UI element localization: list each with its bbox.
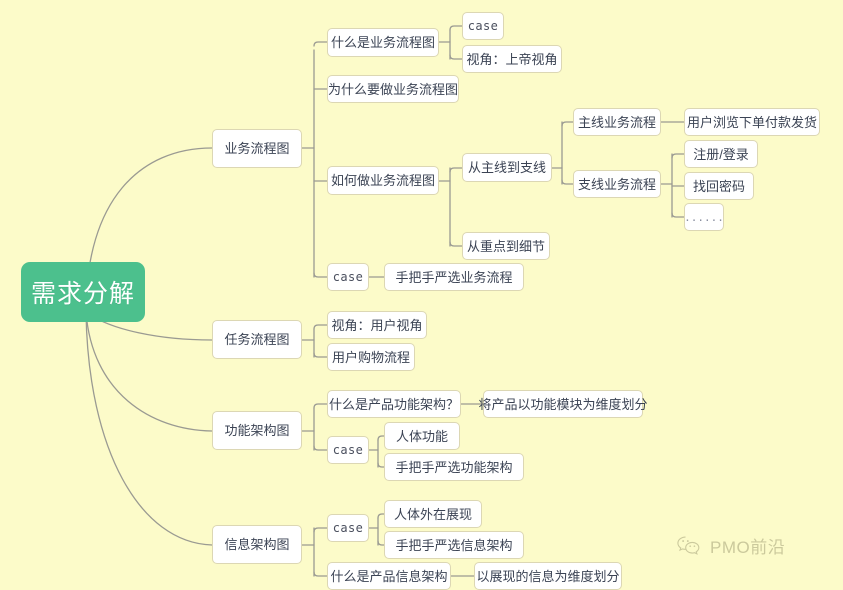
node-browse-order-pay-ship[interactable]: 用户浏览下单付款发货 xyxy=(684,108,820,136)
node-case-information-architecture[interactable]: case xyxy=(327,514,369,542)
link-rwlct-to-sjyhsj xyxy=(313,324,328,330)
watermark: PMO前沿 xyxy=(676,533,785,558)
node-task-flow-diagram[interactable]: 任务流程图 xyxy=(212,320,302,359)
link-xxjgt-to-case4 xyxy=(313,527,328,533)
node-perspective-god-view[interactable]: 视角：上帝视角 xyxy=(462,45,562,73)
link-smsywlct-to-sjsdsj xyxy=(449,54,463,60)
node-case-business-flow-2[interactable]: case xyxy=(327,263,369,291)
node-divide-by-presented-information[interactable]: 以展现的信息为维度划分 xyxy=(474,562,622,590)
node-hands-on-yanxuan-business-flow[interactable]: 手把手严选业务流程 xyxy=(384,263,524,291)
link-gnjgt-to-case3 xyxy=(313,445,328,451)
link-rhzywlct-to-czddxj xyxy=(449,241,463,247)
link-zhxywlc-to-dots xyxy=(671,212,685,218)
link-czxdzx-to-zxywlc xyxy=(561,121,574,127)
node-what-is-product-function-architecture[interactable]: 什么是产品功能架构？ xyxy=(327,390,461,418)
node-human-body-function[interactable]: 人体功能 xyxy=(384,422,460,450)
node-register-login[interactable]: 注册/登录 xyxy=(684,140,758,168)
link-rwlct-to-yhgwlc xyxy=(313,352,328,358)
node-hands-on-yanxuan-information-architecture[interactable]: 手把手严选信息架构 xyxy=(384,531,524,559)
node-what-is-business-flow[interactable]: 什么是业务流程图 xyxy=(327,28,439,57)
node-human-body-external-presentation[interactable]: 人体外在展现 xyxy=(384,500,482,528)
node-main-line-process[interactable]: 主线业务流程 xyxy=(573,108,661,136)
link-zhxywlc-to-zcdl xyxy=(671,153,685,159)
link-smsywlct-to-case1 xyxy=(449,25,463,31)
link-ywlct-to-smsywlct xyxy=(313,41,328,47)
node-main-to-branch-line[interactable]: 从主线到支线 xyxy=(462,153,552,182)
node-what-is-product-information-architecture[interactable]: 什么是产品信息架构 xyxy=(327,562,451,590)
root-node[interactable]: 需求分解 xyxy=(21,262,145,322)
node-divide-by-function-module[interactable]: 将产品以功能模块为维度划分 xyxy=(479,390,648,418)
node-why-business-flow[interactable]: 为什么要做业务流程图 xyxy=(327,75,459,103)
link-rhzywlct-to-czxdzx xyxy=(449,167,463,173)
link-xxjgt-to-smscpxxjg xyxy=(313,571,328,577)
link-czxdzx-to-zhxywlc xyxy=(561,179,574,185)
node-hands-on-yanxuan-function-architecture[interactable]: 手把手严选功能架构 xyxy=(384,453,524,481)
node-ellipsis[interactable]: ...... xyxy=(684,203,724,231)
wechat-icon xyxy=(677,535,700,555)
node-case-business-flow[interactable]: case xyxy=(462,12,504,40)
link-gnjgt-to-smscpgnjg xyxy=(313,403,328,409)
node-business-flow-diagram[interactable]: 业务流程图 xyxy=(212,129,302,168)
link-ywlct-to-case2 xyxy=(313,272,328,278)
link-root-to-xxjgt xyxy=(85,311,213,546)
link-root-to-gnjgt xyxy=(85,311,213,432)
node-user-shopping-flow[interactable]: 用户购物流程 xyxy=(327,343,415,371)
node-key-to-detail[interactable]: 从重点到细节 xyxy=(462,232,550,260)
node-perspective-user-view[interactable]: 视角：用户视角 xyxy=(327,311,427,339)
node-branch-line-process[interactable]: 支线业务流程 xyxy=(573,170,661,198)
node-function-architecture-diagram[interactable]: 功能架构图 xyxy=(212,411,302,450)
node-retrieve-password[interactable]: 找回密码 xyxy=(684,172,754,200)
node-case-function-architecture[interactable]: case xyxy=(327,436,369,464)
watermark-label: PMO前沿 xyxy=(710,538,786,557)
node-how-to-business-flow[interactable]: 如何做业务流程图 xyxy=(327,166,439,195)
node-information-architecture-diagram[interactable]: 信息架构图 xyxy=(212,525,302,564)
